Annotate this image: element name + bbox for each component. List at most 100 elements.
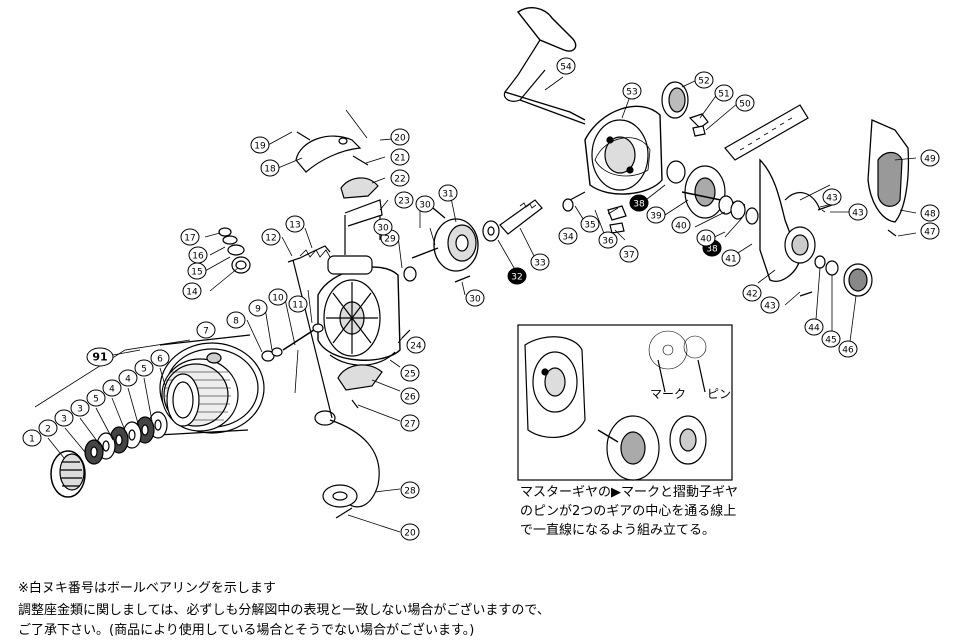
- callout-number: 11: [292, 301, 303, 311]
- callout-circle: [22, 429, 42, 447]
- callout-number: 32: [511, 273, 522, 283]
- part-callout-36: 36: [598, 231, 618, 249]
- callout-circle: [390, 169, 410, 187]
- callout-number: 8: [233, 317, 239, 327]
- callout-circle: [598, 231, 618, 249]
- callout-number: 3: [61, 415, 67, 425]
- reel-foot-drawing: [724, 104, 821, 282]
- part-callout-32: 32: [507, 267, 527, 285]
- callout-number: 43: [852, 209, 863, 219]
- part-callout-43: 43: [760, 296, 780, 314]
- callout-circle: [507, 267, 527, 285]
- part-callout-28: 28: [400, 481, 420, 499]
- callout-circle: [530, 253, 550, 271]
- note-ball-bearing: ※白ヌキ番号はボールベアリングを示します: [18, 581, 276, 596]
- part-callout-50: 50: [735, 94, 755, 112]
- part-callout-5: 5: [134, 359, 154, 377]
- callout-number: 31: [442, 190, 453, 200]
- part-callout-53: 53: [622, 82, 642, 100]
- callout-number: 54: [560, 63, 572, 73]
- callout-circle: [150, 349, 170, 367]
- part-callout-20: 20: [400, 523, 420, 541]
- callout-circle: [250, 136, 270, 154]
- drag-washers-drawing: [84, 411, 168, 465]
- callout-number: 50: [739, 100, 751, 110]
- callout-circle: [118, 369, 138, 387]
- part-callout-14: 14: [182, 282, 202, 300]
- gearbox-drawing: [584, 81, 709, 195]
- callout-number: 48: [924, 210, 936, 220]
- part-callout-34: 34: [558, 227, 578, 245]
- callout-circle: [920, 149, 940, 167]
- callout-number: 20: [394, 134, 406, 144]
- part-callout-51: 51: [714, 84, 734, 102]
- callout-number: 37: [623, 251, 634, 261]
- callout-number: 16: [192, 252, 204, 262]
- callout-number: 30: [419, 201, 431, 211]
- callout-circle: [920, 222, 940, 240]
- callout-circle: [38, 419, 58, 437]
- part-callout-13: 13: [285, 215, 305, 233]
- callout-circle: [394, 191, 414, 209]
- callout-number: 53: [626, 88, 637, 98]
- part-callout-21: 21: [390, 148, 410, 166]
- callout-number: 45: [825, 336, 836, 346]
- part-callout-48: 48: [920, 204, 940, 222]
- callout-number: 19: [254, 142, 266, 152]
- inset-caption-line-1: マスターギヤの▶マークと摺動子ギヤ: [520, 485, 738, 500]
- part-callout-7: 7: [196, 321, 216, 339]
- part-callout-17: 17: [180, 228, 200, 246]
- callout-circle: [406, 336, 426, 354]
- part-callout-10: 10: [268, 288, 288, 306]
- part-callout-27: 27: [400, 414, 420, 432]
- callout-circle: [54, 409, 74, 427]
- callout-circle: [182, 282, 202, 300]
- part-callout-5: 5: [86, 389, 106, 407]
- callout-number: 29: [384, 235, 396, 245]
- part-callout-3: 3: [54, 409, 74, 427]
- part-callout-37: 37: [619, 245, 639, 263]
- callout-number: 1: [29, 435, 35, 445]
- callout-circle: [285, 215, 305, 233]
- callout-number: 28: [404, 487, 416, 497]
- callout-circle: [70, 399, 90, 417]
- callout-circle: [671, 216, 691, 234]
- part-callout-31: 31: [438, 184, 458, 202]
- bail-arm-drawing: [292, 135, 383, 508]
- main-gear-drawing: [562, 160, 759, 234]
- callout-circle: [721, 249, 741, 267]
- callout-circle: [390, 128, 410, 146]
- callout-circle: [558, 227, 578, 245]
- part-callout-23: 23: [394, 191, 414, 209]
- callout-number: 34: [562, 233, 574, 243]
- callout-circle: [260, 159, 280, 177]
- callout-number: 38: [633, 200, 645, 210]
- part-callout-45: 45: [821, 330, 841, 348]
- callout-circle: [86, 389, 106, 407]
- callout-circle: [226, 311, 246, 329]
- callout-number: 14: [186, 288, 198, 298]
- callout-circle: [400, 523, 420, 541]
- part-callout-18: 18: [260, 159, 280, 177]
- callout-number: 22: [394, 175, 405, 185]
- callout-number: 46: [842, 346, 854, 356]
- callout-number: 42: [746, 290, 757, 300]
- callout-number: 4: [109, 385, 115, 395]
- callout-number: 5: [93, 395, 99, 405]
- callout-number: 17: [184, 234, 195, 244]
- part-callout-40: 40: [671, 216, 691, 234]
- part-callout-46: 46: [838, 340, 858, 358]
- callout-circle: [134, 359, 154, 377]
- callout-circle: [261, 228, 281, 246]
- callout-circle: [735, 94, 755, 112]
- callout-number: 43: [764, 302, 775, 312]
- callout-circle: [714, 84, 734, 102]
- callout-number: 30: [469, 295, 481, 305]
- part-callout-30: 30: [415, 195, 435, 213]
- callout-circle: [556, 57, 576, 75]
- callout-number: 38: [706, 245, 718, 255]
- handle-drawing: [503, 7, 586, 125]
- callout-number: 30: [377, 224, 389, 234]
- part-callout-25: 25: [400, 364, 420, 382]
